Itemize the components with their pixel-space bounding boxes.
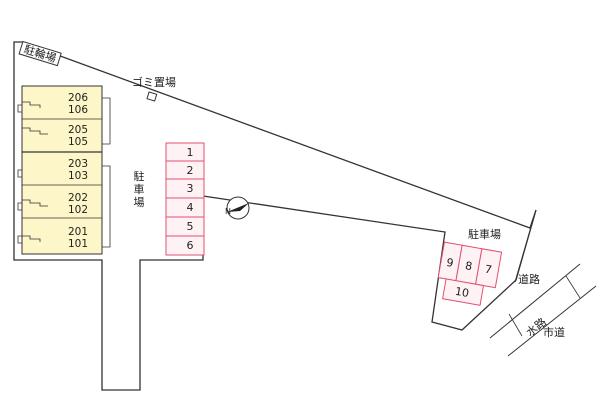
svg-text:202: 202: [68, 192, 88, 204]
unit-205-105: 205 105: [68, 124, 88, 148]
unit-203-103: 203 103: [68, 158, 88, 182]
svg-text:205: 205: [68, 124, 88, 136]
svg-text:車: 車: [134, 182, 145, 196]
svg-text:駐: 駐: [134, 169, 145, 183]
unit-206-106: 206 106: [68, 92, 88, 116]
parking-slot-2: 2: [165, 160, 205, 180]
parking-slot-6: 6: [165, 235, 205, 256]
svg-text:8: 8: [464, 259, 473, 273]
city-road-label: 市道: [543, 325, 565, 339]
svg-text:3: 3: [187, 182, 194, 195]
garbage-area: ゴミ置場: [132, 75, 176, 102]
garbage-label: ゴミ置場: [132, 75, 176, 89]
north-arrow-icon: N: [225, 196, 250, 220]
road-label: 道路: [518, 272, 540, 286]
building: 206 106 205 105 203 103 202 102 201 101: [17, 85, 111, 255]
svg-text:10: 10: [454, 285, 470, 300]
parking-slot-3: 3: [165, 178, 205, 199]
parking-left: 1 2 3 4 5 6: [165, 142, 205, 256]
parking-slot-5: 5: [165, 216, 205, 237]
parking-label-vertical: 駐 車 場: [134, 169, 145, 209]
roads: [489, 209, 597, 357]
parking-slot-1: 1: [165, 142, 205, 162]
svg-text:6: 6: [187, 239, 194, 252]
unit-201-101: 201 101: [68, 226, 88, 250]
svg-text:105: 105: [68, 136, 88, 148]
svg-text:5: 5: [187, 220, 194, 233]
svg-text:2: 2: [187, 164, 194, 177]
svg-text:201: 201: [68, 226, 88, 238]
parking-slot-7: 7: [475, 248, 503, 289]
svg-text:103: 103: [68, 170, 88, 182]
parking-right-label: 駐車場: [468, 227, 501, 241]
parking-right: 9 8 7 10: [437, 241, 503, 306]
svg-text:N: N: [225, 207, 231, 216]
svg-text:102: 102: [68, 204, 88, 216]
svg-text:場: 場: [134, 196, 145, 209]
svg-text:101: 101: [68, 238, 88, 250]
svg-text:7: 7: [484, 263, 493, 277]
parking-slot-10: 10: [442, 278, 485, 306]
parking-slot-4: 4: [165, 197, 205, 218]
svg-text:203: 203: [68, 158, 88, 170]
svg-text:1: 1: [187, 146, 194, 159]
svg-text:4: 4: [187, 201, 194, 214]
svg-text:106: 106: [68, 104, 88, 116]
svg-text:9: 9: [445, 256, 454, 270]
svg-text:206: 206: [68, 92, 88, 104]
unit-202-102: 202 102: [68, 192, 88, 216]
